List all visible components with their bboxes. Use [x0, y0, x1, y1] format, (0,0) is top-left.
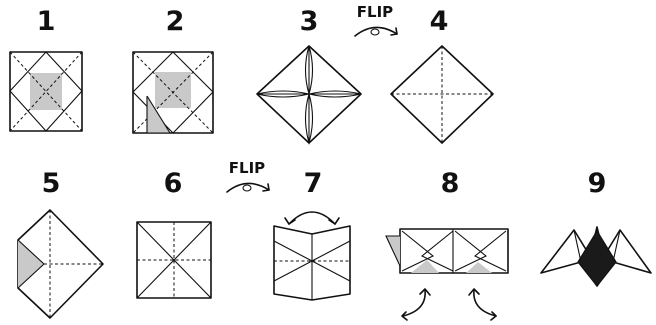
- step-number-6: 6: [164, 168, 183, 199]
- step-3-figure: [256, 45, 362, 146]
- step-7-figure: [273, 211, 351, 301]
- step-number-7: 7: [304, 168, 323, 199]
- flip-indicator-2: FLIP: [226, 159, 270, 193]
- step-number-1: 1: [37, 6, 56, 37]
- flip-label: FLIP: [357, 3, 393, 21]
- step-2-figure: [132, 51, 214, 134]
- step-8-figure: [385, 228, 509, 321]
- curved-arrow-left-icon: [401, 288, 431, 321]
- step-number-8: 8: [441, 168, 460, 199]
- step-number-9: 9: [588, 168, 607, 199]
- step-5-figure: [17, 209, 104, 319]
- flip-indicator-1: FLIP: [354, 3, 398, 37]
- step-6-figure: [136, 221, 212, 299]
- step-9-figure: [540, 226, 652, 287]
- flip-arrow-icon: [354, 26, 398, 37]
- step-1-figure: [9, 51, 83, 132]
- step-number-2: 2: [166, 6, 185, 37]
- step-number-5: 5: [42, 168, 61, 199]
- step-number-3: 3: [300, 6, 319, 37]
- step-number-4: 4: [430, 6, 449, 37]
- flip-arrow-icon: [226, 182, 270, 193]
- curved-double-arrow-icon: [284, 211, 340, 225]
- flip-label: FLIP: [229, 159, 265, 177]
- step-4-figure: [390, 45, 494, 144]
- curved-arrow-right-icon: [468, 288, 497, 321]
